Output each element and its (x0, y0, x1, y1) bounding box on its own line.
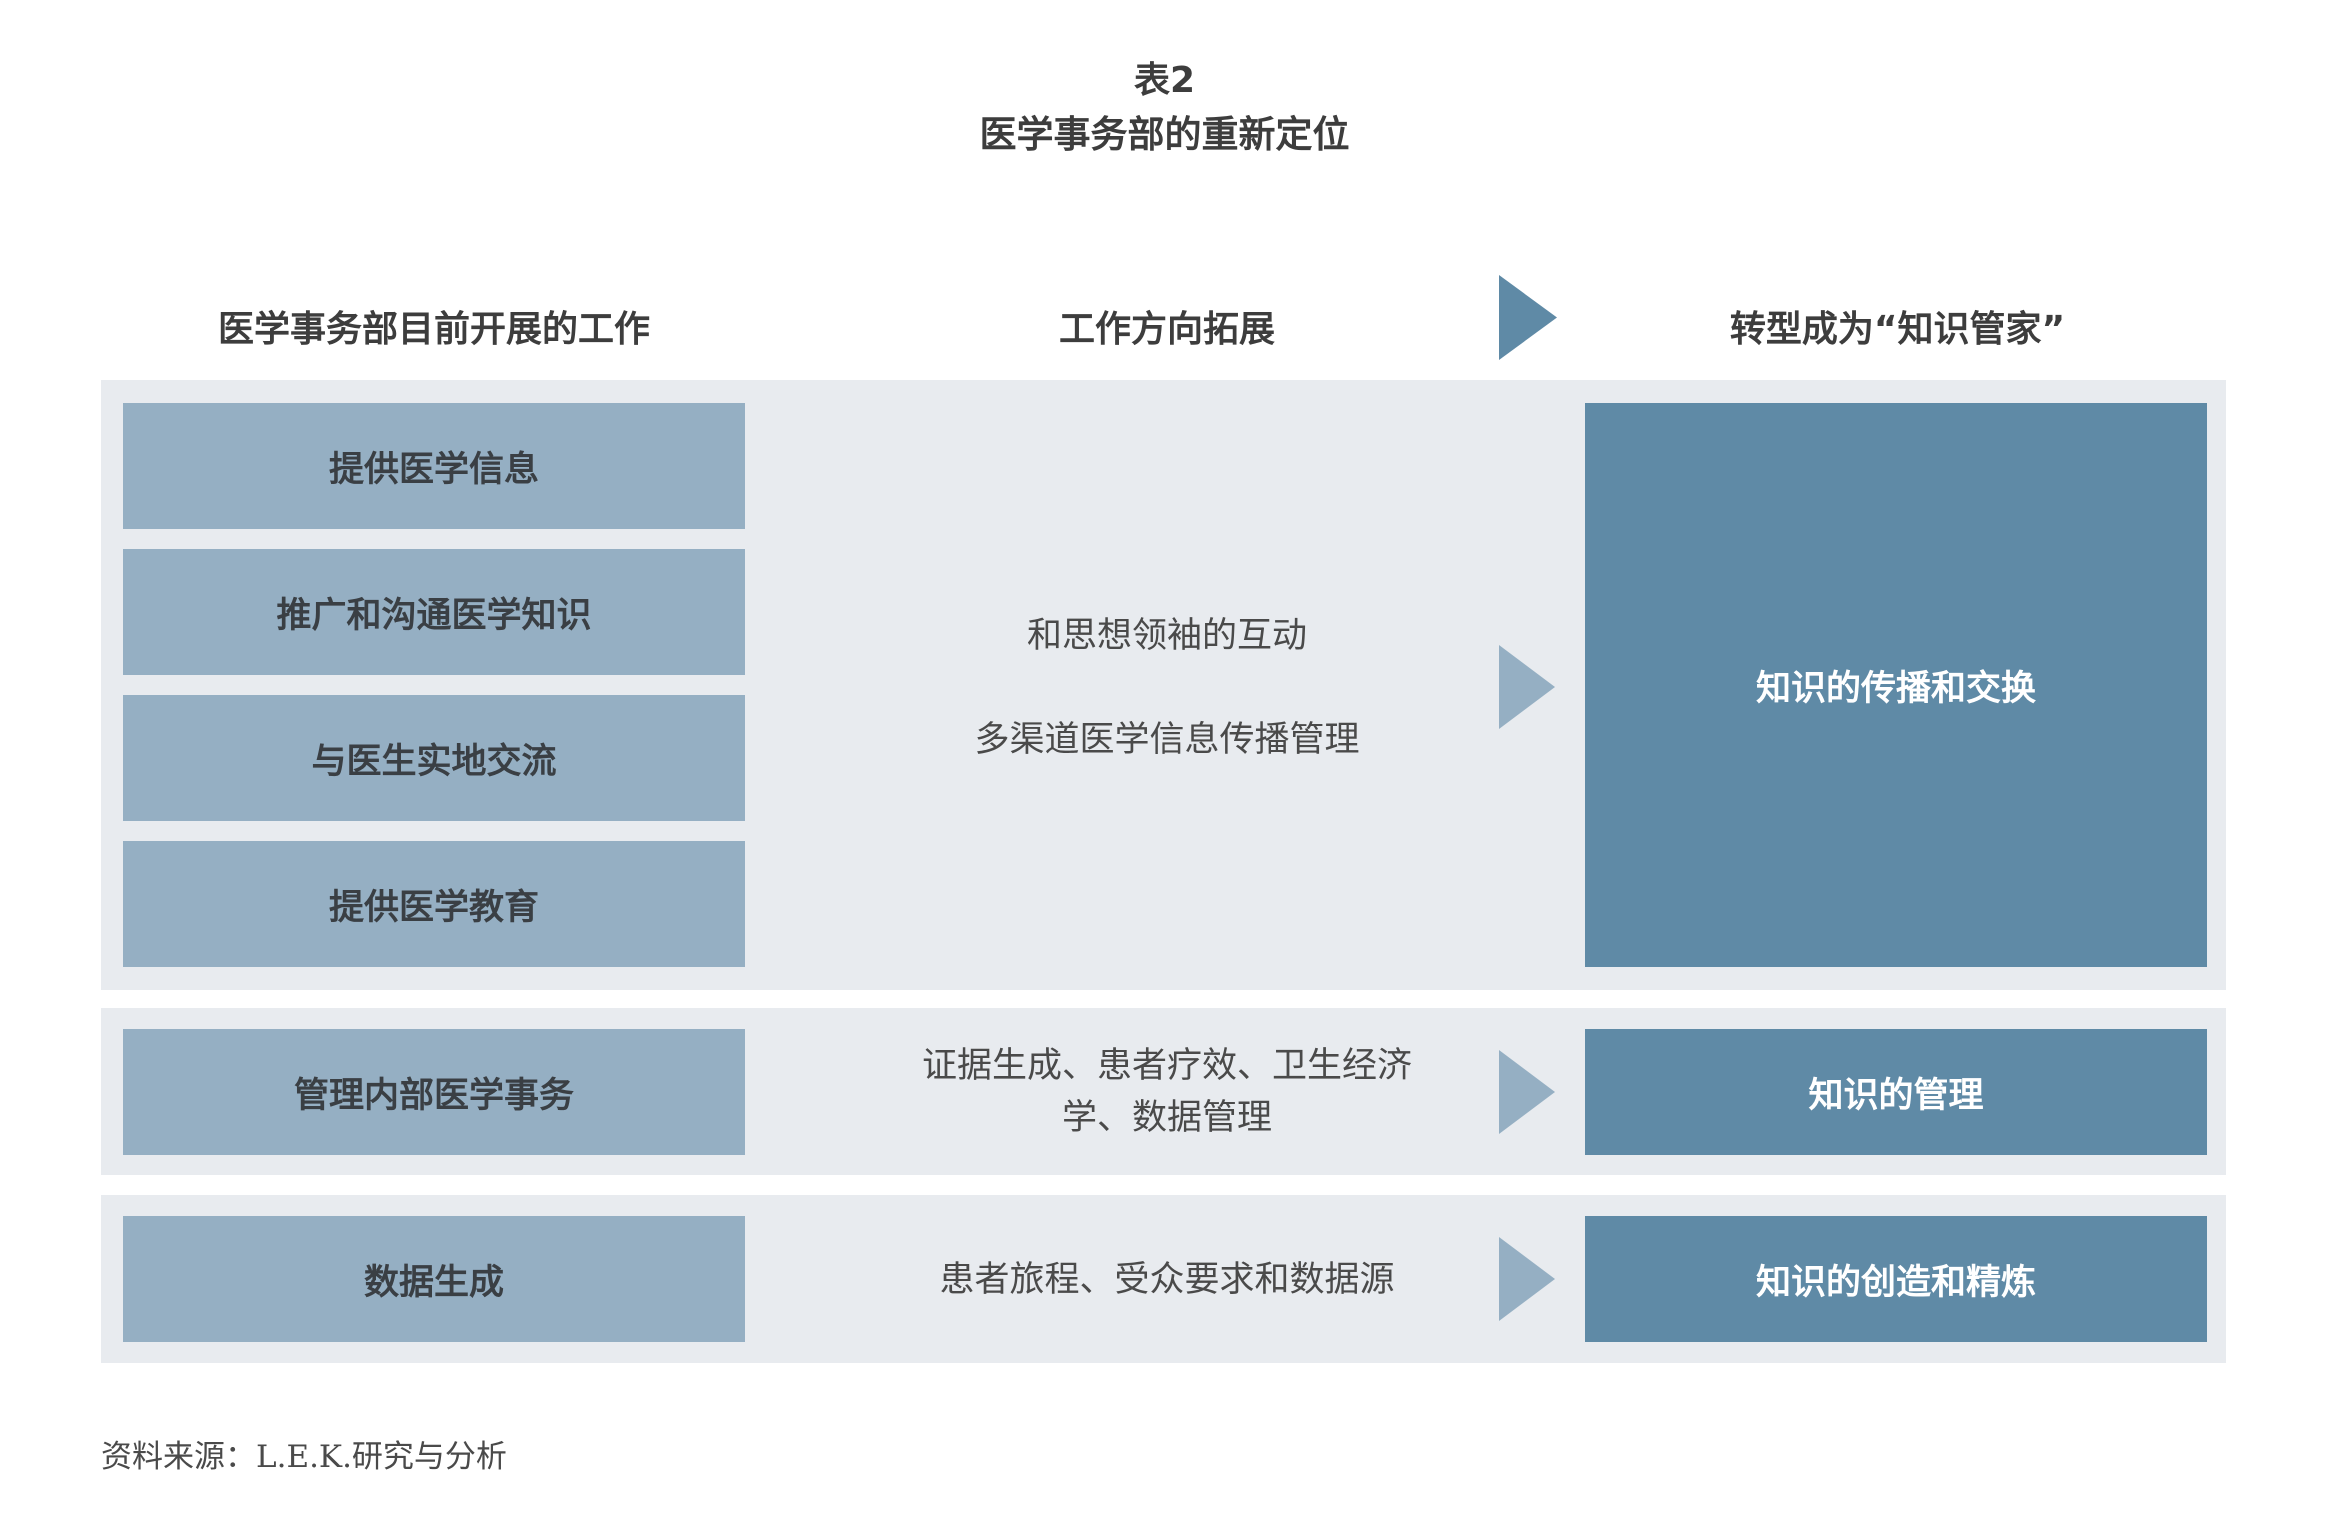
triangle-right-icon (1499, 1237, 1555, 1321)
triangle-right-icon (1499, 275, 1557, 360)
figure-heading: 医学事务部的重新定位 (979, 113, 1350, 156)
current-work-item: 提供医学信息 (123, 403, 745, 529)
source-note: 资料来源：L.E.K.研究与分析 (101, 1439, 507, 1475)
current-work-item: 管理内部医学事务 (123, 1029, 745, 1155)
knowledge-role-box: 知识的管理 (1585, 1029, 2207, 1155)
expansion-item: 和思想领袖的互动 (1026, 616, 1307, 656)
expansion-item-continued: 学、数据管理 (1061, 1098, 1272, 1138)
current-work-item: 推广和沟通医学知识 (123, 549, 745, 675)
table-number: 表2 (1133, 60, 1196, 101)
expansion-item: 患者旅程、受众要求和数据源 (939, 1260, 1395, 1300)
header-current-work: 医学事务部目前开展的工作 (217, 309, 650, 350)
figure-title: 表2 医学事务部的重新定位 (0, 55, 2329, 163)
expansion-item: 证据生成、患者疗效、卫生经济 (921, 1046, 1412, 1086)
current-work-item: 数据生成 (123, 1216, 745, 1342)
triangle-right-icon (1499, 1050, 1555, 1134)
header-transformation: 转型成为“知识管家” (1729, 309, 2066, 350)
current-work-item: 提供医学教育 (123, 841, 745, 967)
triangle-right-icon (1499, 645, 1555, 729)
knowledge-role-box: 知识的创造和精炼 (1585, 1216, 2207, 1342)
knowledge-role-box: 知识的传播和交换 (1585, 403, 2207, 967)
current-work-item: 与医生实地交流 (123, 695, 745, 821)
header-expansion: 工作方向拓展 (1058, 309, 1275, 350)
expansion-item: 多渠道医学信息传播管理 (974, 720, 1360, 760)
